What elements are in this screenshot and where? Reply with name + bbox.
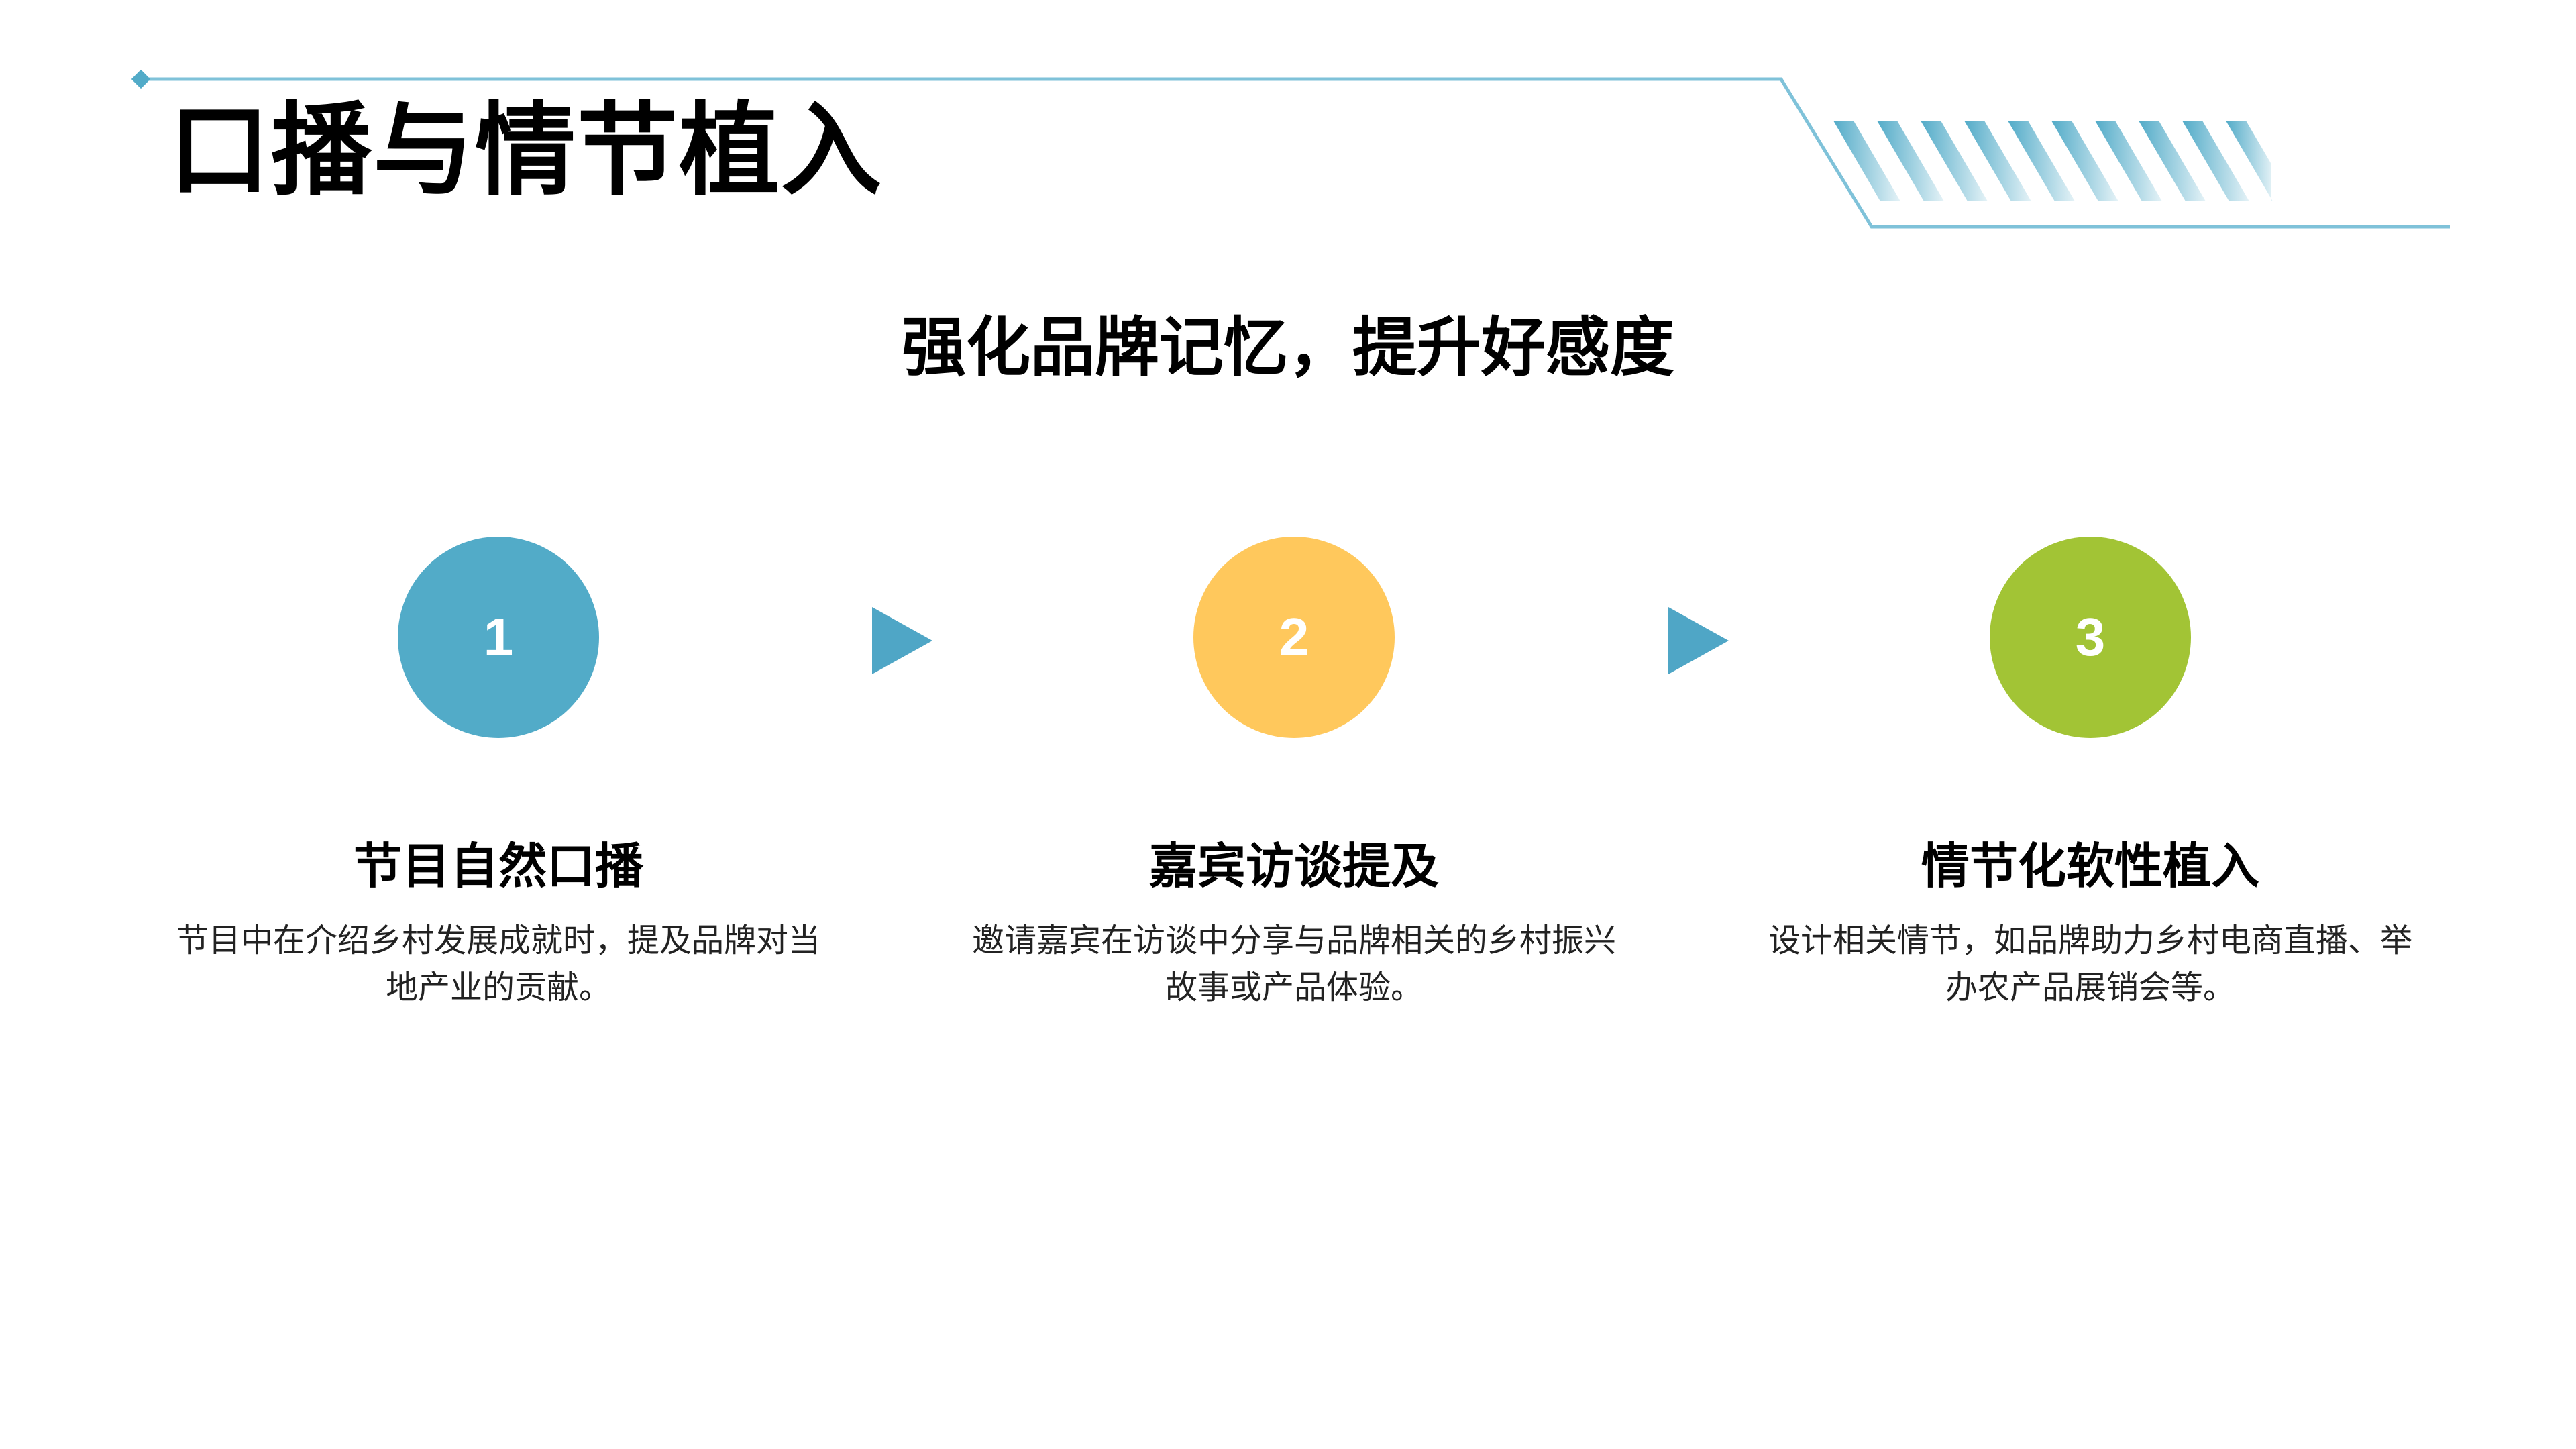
diagonal-stripes	[1833, 121, 2273, 201]
triangle-right-icon	[872, 607, 932, 674]
step-description: 邀请嘉宾在访谈中分享与品牌相关的乡村振兴故事或产品体验。	[971, 922, 1616, 1006]
step-title: 节目自然口播	[353, 838, 643, 894]
triangle-right-icon	[1668, 607, 1729, 674]
step-title: 情节化软性植入	[1921, 838, 2259, 894]
page-title: 口播与情节植入	[169, 93, 883, 209]
step-number-badge: 2	[1193, 537, 1395, 738]
step-number-badge: 1	[398, 537, 599, 738]
step-number: 2	[1279, 607, 1309, 667]
step-number-badge: 3	[1990, 537, 2191, 738]
step-description: 节目中在介绍乡村发展成就时，提及品牌对当地产业的贡献。	[176, 922, 820, 1006]
page-subtitle: 强化品牌记忆，提升好感度	[902, 310, 1674, 385]
step-2: 2 嘉宾访谈提及 邀请嘉宾在访谈中分享与品牌相关的乡村振兴故事或产品体验。	[932, 537, 1656, 1011]
step-title: 嘉宾访谈提及	[1148, 838, 1439, 894]
step-number: 1	[483, 607, 514, 667]
step-1: 1 节目自然口播 节目中在介绍乡村发展成就时，提及品牌对当地产业的贡献。	[136, 537, 861, 1011]
step-description: 设计相关情节，如品牌助力乡村电商直播、举办农产品展销会等。	[1768, 922, 2412, 1006]
step-number: 3	[2075, 607, 2106, 667]
step-3: 3 情节化软性植入 设计相关情节，如品牌助力乡村电商直播、举办农产品展销会等。	[1728, 537, 2453, 1011]
